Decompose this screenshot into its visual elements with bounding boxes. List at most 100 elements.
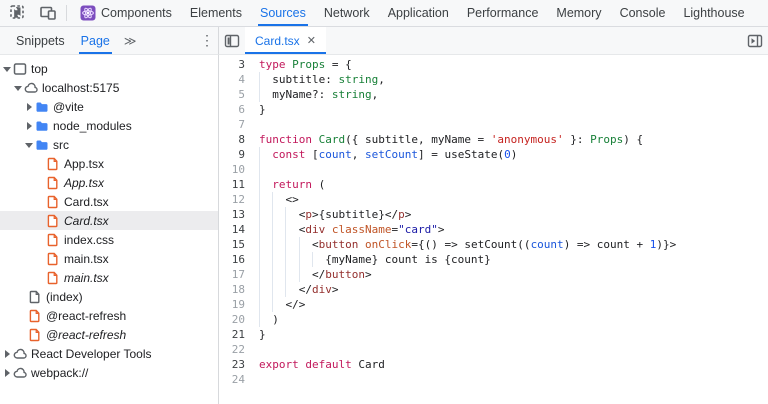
show-debugger-panel-icon[interactable] — [742, 27, 768, 54]
line-number[interactable]: 5 — [238, 88, 245, 101]
line-number[interactable]: 12 — [231, 193, 245, 206]
inspect-element-icon[interactable] — [8, 3, 28, 23]
main-tab-elements[interactable]: Elements — [181, 0, 251, 26]
more-options-icon[interactable]: ⋮ — [200, 32, 214, 48]
tree-item-top[interactable]: top — [0, 59, 218, 78]
code-line: 5 myName?: string, — [219, 87, 768, 102]
navigator-tab-label: Page — [80, 33, 110, 48]
tree-item-card-tsx[interactable]: Card.tsx — [0, 192, 218, 211]
indent-guide — [259, 222, 260, 237]
tree-collapsed-arrow-icon[interactable] — [2, 349, 12, 359]
code-line: 11 return ( — [219, 177, 768, 192]
main-tab-memory[interactable]: Memory — [547, 0, 610, 26]
tree-item-index-css[interactable]: index.css — [0, 230, 218, 249]
line-number[interactable]: 15 — [231, 238, 245, 251]
line-number[interactable]: 18 — [231, 283, 245, 296]
indent-guide — [272, 222, 274, 237]
main-tab-network[interactable]: Network — [315, 0, 379, 26]
tree-item--index-[interactable]: (index) — [0, 287, 218, 306]
device-toolbar-icon[interactable] — [38, 3, 58, 23]
main-tab-performance[interactable]: Performance — [458, 0, 548, 26]
line-number[interactable]: 24 — [231, 373, 245, 386]
indent-guide — [272, 252, 274, 267]
tree-collapsed-arrow-icon[interactable] — [24, 121, 34, 131]
tree-item-label: App.tsx — [64, 175, 105, 190]
tree-collapsed-arrow-icon[interactable] — [2, 368, 12, 378]
editor-tab-card-tsx[interactable]: Card.tsx ✕ — [245, 27, 326, 54]
tree-item-label: localhost:5175 — [42, 80, 120, 95]
line-number[interactable]: 4 — [238, 73, 245, 86]
line-number[interactable]: 14 — [231, 223, 245, 236]
line-number[interactable]: 16 — [231, 253, 245, 266]
file-orange-icon — [46, 233, 60, 247]
more-tabs-chevron-icon[interactable]: ≫ — [123, 33, 137, 48]
folder-icon — [35, 119, 49, 133]
indent-guide — [272, 282, 274, 297]
line-number[interactable]: 19 — [231, 298, 245, 311]
tree-expanded-arrow-icon[interactable] — [13, 83, 23, 93]
indent-guide — [285, 267, 287, 282]
tree-item--react-refresh[interactable]: @react-refresh — [0, 306, 218, 325]
line-number[interactable]: 21 — [231, 328, 245, 341]
tree-item-app-tsx[interactable]: App.tsx — [0, 173, 218, 192]
indent-guide — [298, 267, 300, 282]
tree-item-main-tsx[interactable]: main.tsx — [0, 249, 218, 268]
code-text: export default Card — [259, 358, 385, 371]
tree-item-label: src — [53, 137, 69, 152]
line-number[interactable]: 11 — [231, 178, 245, 191]
tree-item-webpack-[interactable]: webpack:// — [0, 363, 218, 382]
main-tab-label: Components — [101, 6, 172, 20]
navigator-tabs: Snippets Page — [8, 27, 118, 54]
line-number[interactable]: 22 — [231, 343, 245, 356]
main-tab-label: Performance — [466, 6, 539, 20]
code-line: 15 <button onClick={() => setCount((coun… — [219, 237, 768, 252]
main-tab-sources[interactable]: Sources — [251, 0, 315, 26]
main-tab-components[interactable]: Components — [71, 0, 181, 26]
code-text: {myName} count is {count} — [259, 252, 491, 267]
tree-item-src[interactable]: src — [0, 135, 218, 154]
editor-tab-bar: Card.tsx ✕ — [219, 27, 768, 55]
main-tab-application[interactable]: Application — [379, 0, 458, 26]
indent-guide — [285, 207, 287, 222]
line-number[interactable]: 9 — [238, 148, 245, 161]
line-number[interactable]: 6 — [238, 103, 245, 116]
navigator-tab-snippets[interactable]: Snippets — [8, 27, 73, 54]
code-text: </div> — [259, 282, 339, 297]
tree-item-localhost-5175[interactable]: localhost:5175 — [0, 78, 218, 97]
line-number[interactable]: 17 — [231, 268, 245, 281]
file-orange-icon — [46, 252, 60, 266]
navigator-tab-page[interactable]: Page — [73, 27, 118, 54]
line-number[interactable]: 7 — [238, 118, 245, 131]
code-text: subtitle: string, — [259, 72, 385, 87]
line-number[interactable]: 10 — [231, 163, 245, 176]
code-line: 21} — [219, 327, 768, 342]
tree-item-main-tsx[interactable]: main.tsx — [0, 268, 218, 287]
main-tab-console[interactable]: Console — [611, 0, 675, 26]
code-line: 10 — [219, 162, 768, 177]
tree-item--react-refresh[interactable]: @react-refresh — [0, 325, 218, 344]
indent-guide — [298, 237, 300, 252]
tree-collapsed-arrow-icon[interactable] — [24, 102, 34, 112]
tree-item--vite[interactable]: @vite — [0, 97, 218, 116]
tree-expanded-arrow-icon[interactable] — [2, 64, 12, 74]
line-number[interactable]: 23 — [231, 358, 245, 371]
line-number[interactable]: 13 — [231, 208, 245, 221]
line-number[interactable]: 8 — [238, 133, 245, 146]
code-line: 20 ) — [219, 312, 768, 327]
tree-item-react-developer-tools[interactable]: React Developer Tools — [0, 344, 218, 363]
main-tab-lighthouse[interactable]: Lighthouse — [674, 0, 753, 26]
tree-item-card-tsx[interactable]: Card.tsx — [0, 211, 218, 230]
indent-guide — [298, 252, 300, 267]
line-number[interactable]: 3 — [238, 58, 245, 71]
toggle-navigator-icon[interactable] — [219, 27, 245, 54]
close-tab-icon[interactable]: ✕ — [306, 35, 316, 47]
tree-item-node-modules[interactable]: node_modules — [0, 116, 218, 135]
tree-item-app-tsx[interactable]: App.tsx — [0, 154, 218, 173]
indent-guide — [259, 297, 260, 312]
line-number[interactable]: 20 — [231, 313, 245, 326]
navigator-header: Snippets Page ≫ ⋮ — [0, 27, 219, 55]
tree-expanded-arrow-icon[interactable] — [24, 140, 34, 150]
